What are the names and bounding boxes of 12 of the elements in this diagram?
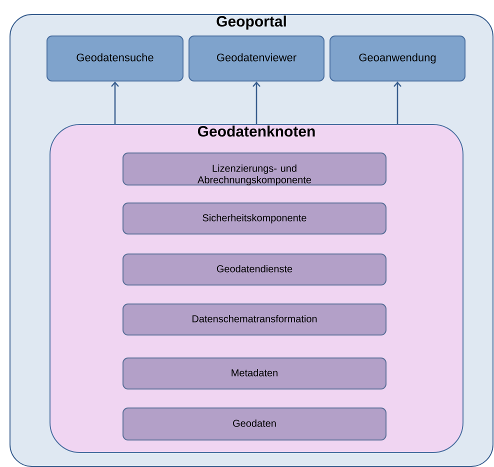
- component-box: Datenschematransformation: [122, 304, 386, 336]
- component-box: Geodaten: [122, 408, 386, 440]
- arrow: [252, 82, 260, 124]
- arrow: [394, 82, 402, 124]
- component-box: Metadaten: [122, 358, 386, 390]
- arrow: [111, 82, 119, 124]
- component-box: Lizenzierungs- und Abrechnungskomponente: [122, 152, 386, 186]
- application-box: Geodatenviewer: [188, 36, 324, 82]
- application-box: Geodatensuche: [46, 36, 184, 82]
- component-box: Geodatendienste: [122, 254, 386, 286]
- application-box: Geoanwendung: [330, 36, 466, 82]
- component-box: Sicherheitskomponente: [122, 202, 386, 234]
